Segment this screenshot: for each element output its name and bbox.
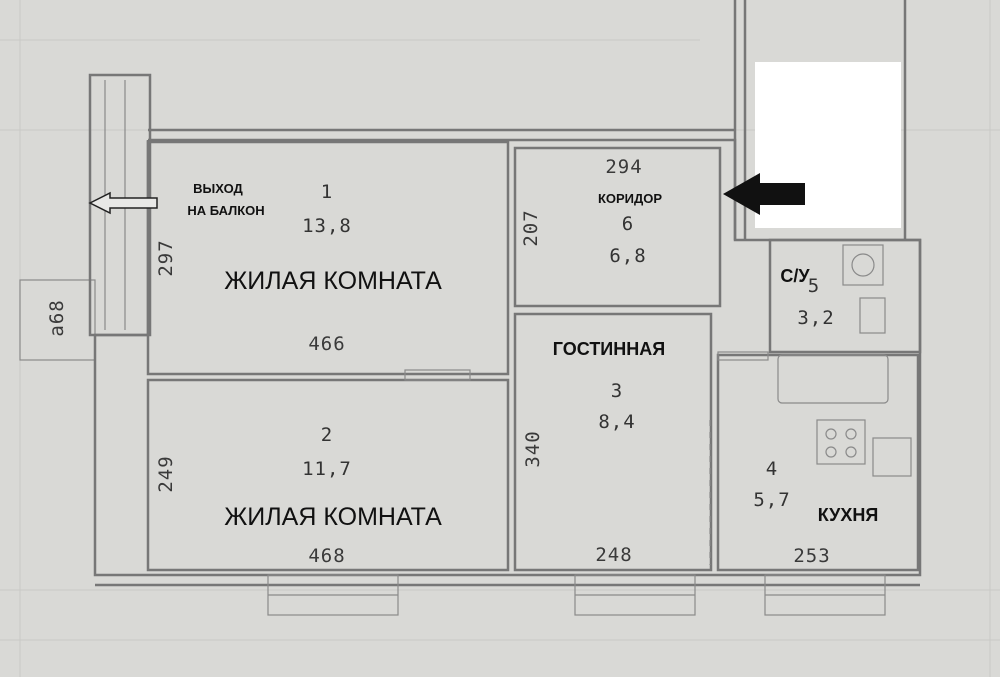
entrance-arrow-icon xyxy=(723,173,805,215)
balcony-arrow-icon xyxy=(88,191,158,215)
room1-outline xyxy=(146,140,510,376)
room4-number: 4 xyxy=(766,458,778,480)
balcony-outline xyxy=(19,73,152,361)
balcony-label-line1: ВЫХОД xyxy=(193,181,243,196)
room2-number: 2 xyxy=(321,424,333,446)
sink-icon xyxy=(842,244,884,286)
room5-label: С/У xyxy=(780,266,810,286)
room6-label: КОРИДОР xyxy=(598,191,662,206)
room1-width: 466 xyxy=(308,333,345,355)
windows xyxy=(267,574,886,616)
bathtub-icon xyxy=(777,354,889,404)
room1-area: 13,8 xyxy=(302,215,352,237)
room1-label: ЖИЛАЯ КОМНАТА xyxy=(224,267,442,295)
room3-width: 248 xyxy=(595,544,632,566)
room3-label: ГОСТИННАЯ xyxy=(553,339,665,359)
stove-icon xyxy=(816,419,866,465)
room4-label: КУХНЯ xyxy=(818,505,879,525)
doors xyxy=(404,351,769,565)
room6-area: 6,8 xyxy=(609,245,646,267)
room5-number: 5 xyxy=(808,275,820,297)
room4-width: 253 xyxy=(793,545,830,567)
room6-outline xyxy=(513,146,722,308)
room2-area: 11,7 xyxy=(302,458,352,480)
room2-width: 468 xyxy=(308,545,345,567)
room3-number: 3 xyxy=(611,380,623,402)
room3-area: 8,4 xyxy=(598,411,635,433)
bathroom-fixtures xyxy=(777,244,889,404)
room3-outline xyxy=(513,312,713,572)
room3-height: 340 xyxy=(522,430,544,467)
balcony-label-line2: НА БАЛКОН xyxy=(187,203,264,218)
room2-label: ЖИЛАЯ КОМНАТА xyxy=(224,503,442,531)
room6-number: 6 xyxy=(622,213,634,235)
room5-area: 3,2 xyxy=(797,307,834,329)
kitchen-fixtures xyxy=(816,419,912,477)
room2-outline xyxy=(146,378,510,572)
room1-number: 1 xyxy=(321,181,333,203)
toilet-icon xyxy=(859,297,886,334)
room6-width: 294 xyxy=(605,156,642,178)
room2-height: 249 xyxy=(155,455,177,492)
outside-dimension: а68 xyxy=(46,299,68,336)
room5-outline xyxy=(768,238,922,354)
kitchen-sink-icon xyxy=(872,437,912,477)
room1-height: 297 xyxy=(155,239,177,276)
room4-area: 5,7 xyxy=(753,489,790,511)
room6-height: 207 xyxy=(520,209,542,246)
